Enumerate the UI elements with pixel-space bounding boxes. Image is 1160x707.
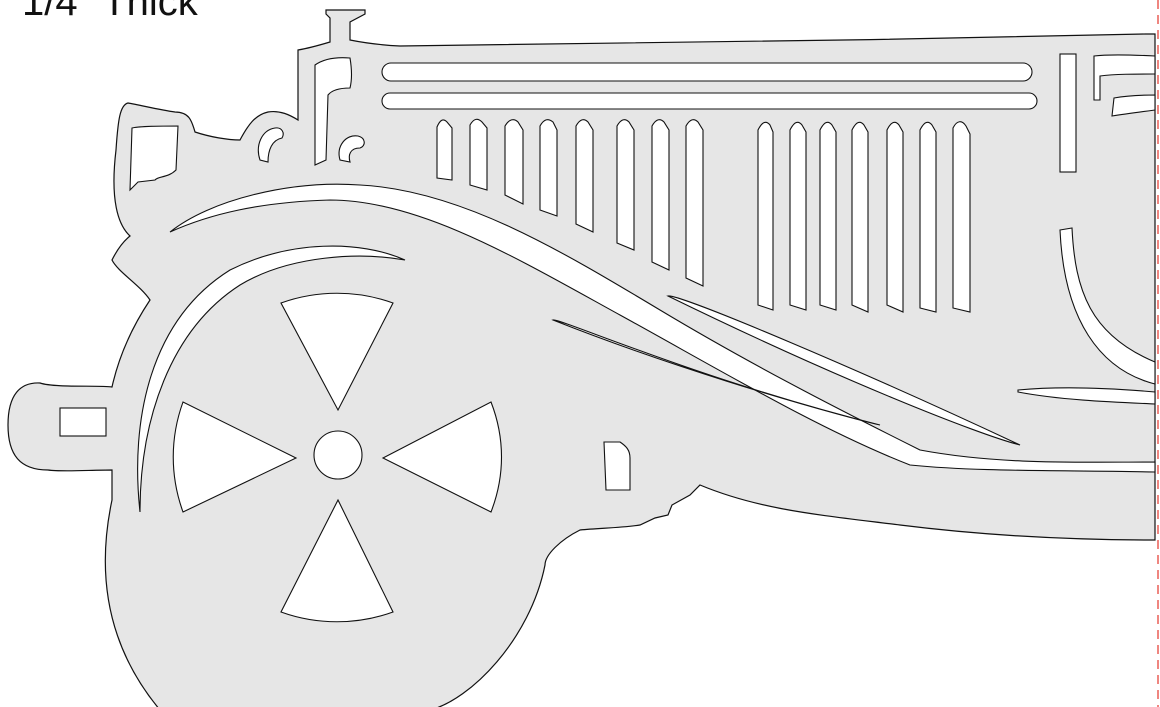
diagonal-slot-1 [551, 319, 881, 426]
louvres-group-2 [757, 121, 971, 313]
wheel-hub [313, 430, 363, 480]
right-upright-slot [1059, 53, 1077, 173]
cap-slot-2 [257, 127, 284, 163]
fender-sweep-upper [169, 183, 1156, 473]
cap-slot-3 [338, 135, 365, 163]
page-title: 1/4" Thick [22, 0, 198, 24]
car-body-outline [7, 9, 1156, 707]
grille-bar-1 [381, 62, 1033, 82]
wheel-spokes [172, 292, 502, 623]
lamp-hole [129, 125, 179, 192]
chassis-slot [603, 441, 631, 491]
grille-bar-2 [381, 92, 1038, 110]
bumper-slot [59, 407, 107, 437]
step-plate-cut [1017, 387, 1156, 405]
cap-slot-1 [314, 57, 353, 166]
right-bracket-hole [1093, 54, 1156, 101]
louvres-group-1 [436, 118, 704, 287]
right-small-hole [1111, 94, 1156, 117]
fender-arc [137, 245, 406, 513]
rear-arch-cut [1059, 227, 1156, 385]
diagonal-slot-2 [666, 295, 1021, 446]
